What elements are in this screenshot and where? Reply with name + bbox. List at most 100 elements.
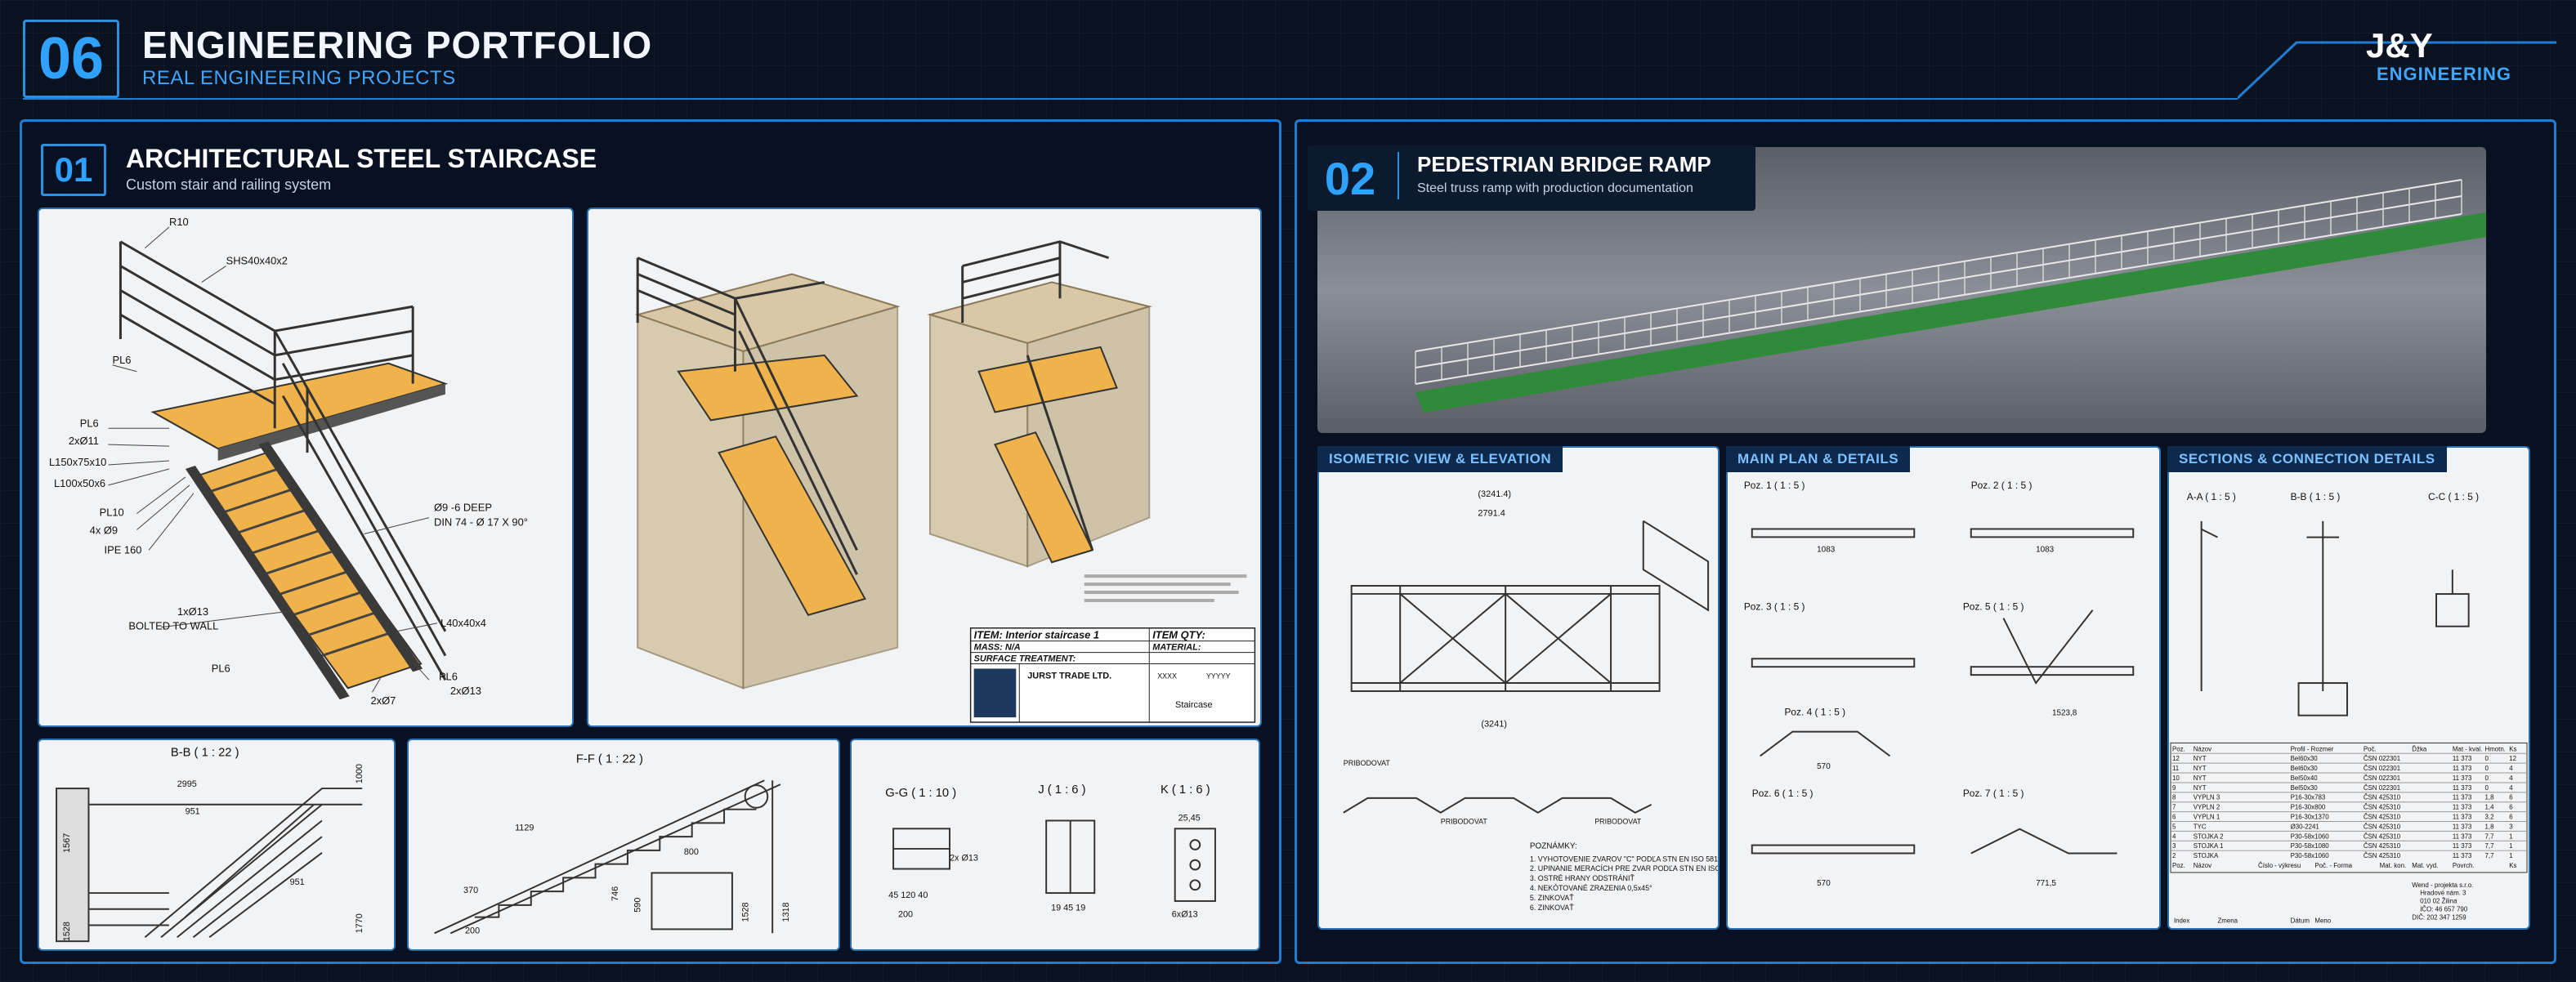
bom-cell: Bel60x30	[2291, 765, 2319, 772]
title-block-company: JURST TRADE LTD.	[1027, 671, 1111, 681]
bom-header-cell: Ďžka	[2412, 745, 2427, 752]
label-pl6-right: PL6	[439, 670, 458, 682]
label-deep2: DIN 74 - Ø 17 X 90°	[434, 516, 528, 529]
section-ff-drawing: F-F ( 1 : 22 ) 1129 800 746 590 370 200 …	[407, 739, 840, 951]
dim-370: 370	[463, 886, 478, 895]
dim-1528: 1528	[62, 922, 72, 941]
title-block-desc: Staircase	[1175, 700, 1213, 710]
note-pribodovat-2: PRIBODOVAT	[1441, 818, 1488, 826]
bom-cell: Bel60x30	[2291, 755, 2319, 762]
bom-cell: ČSN 425310	[2364, 852, 2401, 859]
bom-cell: NYT	[2194, 755, 2207, 762]
title-block-item: ITEM: Interior staircase 1	[974, 629, 1100, 641]
section-j-title: J ( 1 : 6 )	[1038, 783, 1085, 797]
rev-datum: Dátum	[2291, 917, 2310, 924]
railing	[119, 240, 447, 681]
bom-header-cell: Hmotn.	[2484, 745, 2505, 752]
brand-accent-line	[2238, 41, 2556, 100]
bom-cell: VYPLN 3	[2194, 794, 2220, 801]
bom-cell: 11 373	[2453, 765, 2472, 772]
bom-footer-cell: Názov	[2194, 862, 2212, 869]
bom-cell: 7,7	[2484, 852, 2493, 859]
dim-1129: 1129	[515, 823, 534, 832]
label-deep1: Ø9 -6 DEEP	[434, 502, 492, 514]
bom-cell: ČSN 425310	[2364, 842, 2401, 850]
bom-cell: 11 373	[2453, 852, 2472, 859]
label-d11: 2xØ11	[69, 435, 99, 447]
dim-45-120-40: 45 120 40	[888, 890, 928, 900]
note-5: 5. ZINKOVAŤ	[1530, 894, 1574, 902]
bom-footer-cell: Poč. - Forma	[2314, 862, 2352, 869]
brand-logo: J&Y	[2366, 26, 2433, 65]
staircase-3d-svg: ITEM: Interior staircase 1 ITEM QTY: MAS…	[634, 240, 1256, 723]
dim-1083a: 1083	[1817, 545, 1836, 554]
bom-cell: 7,7	[2484, 832, 2493, 840]
section-ff-svg: F-F ( 1 : 22 ) 1129 800 746 590 370 200 …	[434, 753, 791, 935]
company-line-2: Hradové nám. 3	[2420, 890, 2466, 897]
dim-1318: 1318	[781, 902, 791, 922]
bom-cell: ČSN 022301	[2364, 755, 2401, 762]
bom-cell: 6	[2509, 814, 2513, 821]
bridge-plan-sheet: Poz. 1 ( 1 : 5 ) Poz. 2 ( 1 : 5 ) Poz. 3…	[1726, 446, 2161, 930]
bom-cell: 3	[2509, 823, 2513, 830]
section-k-title: K ( 1 : 6 )	[1161, 783, 1210, 797]
label-shs: SHS40x40x2	[226, 255, 288, 267]
dim-951a: 951	[186, 807, 200, 817]
bom-cell: VYPLN 1	[2194, 814, 2220, 821]
bom-cell: 11	[2172, 765, 2180, 772]
stair-treads	[192, 451, 423, 690]
bridge-plan-svg: Poz. 1 ( 1 : 5 ) Poz. 2 ( 1 : 5 ) Poz. 3…	[1744, 480, 2135, 888]
label-pl6-left: PL6	[80, 417, 99, 429]
bom-cell: VYPLN 2	[2194, 804, 2220, 811]
dim-19-45-19: 19 45 19	[1051, 904, 1085, 913]
label-d9: 4x Ø9	[90, 524, 118, 536]
tab-isometric-view[interactable]: ISOMETRIC VIEW & ELEVATION	[1317, 446, 1563, 472]
plan-poz7: Poz. 7 ( 1 : 5 )	[1963, 788, 2024, 799]
bom-cell: P16-30x1370	[2291, 814, 2330, 821]
bom-cell: ČSN 425310	[2364, 823, 2401, 830]
bom-cell: P30-58x1080	[2291, 842, 2330, 850]
dim-1000: 1000	[355, 764, 364, 783]
dim-1528b: 1528	[741, 902, 751, 922]
page-title: ENGINEERING PORTFOLIO	[142, 24, 653, 66]
bom-cell: Bel50x30	[2291, 784, 2319, 792]
section-cc-title: C-C ( 1 : 5 )	[2428, 491, 2479, 502]
staircase-3d-views-sheet: ITEM: Interior staircase 1 ITEM QTY: MAS…	[587, 208, 1262, 727]
company-line-1: Wend - projekta s.r.o.	[2412, 882, 2473, 889]
company-line-4: IČO: 46 657 790	[2420, 906, 2468, 913]
dim-570b: 570	[1817, 879, 1831, 888]
label-pl6-top: PL6	[112, 354, 131, 366]
dim-746: 746	[610, 886, 620, 901]
staircase-isometric-svg: R10 SHS40x40x2 PL6 PL6 2xØ11 L150x75x10 …	[49, 216, 528, 707]
bridge-sections-sheet: A-A ( 1 : 5 ) B-B ( 1 : 5 ) C-C ( 1 : 5 …	[2167, 446, 2530, 930]
notes-title: POZNÁMKY:	[1530, 841, 1577, 850]
section-ff-title: F-F ( 1 : 22 )	[576, 753, 643, 766]
plan-poz4: Poz. 4 ( 1 : 5 )	[1784, 707, 1845, 718]
bom-cell: NYT	[2194, 784, 2207, 792]
plan-poz3: Poz. 3 ( 1 : 5 )	[1744, 601, 1805, 613]
bom-cell: TYC	[2194, 823, 2207, 830]
bom-cell: 4	[2509, 774, 2513, 782]
bom-cell: 8	[2172, 794, 2176, 801]
dim-7715: 771,5	[2036, 879, 2056, 888]
bom-cell: NYT	[2194, 774, 2207, 782]
dim-2791: 2791.4	[1478, 509, 1505, 519]
project1-number: 01	[41, 144, 106, 196]
staircase-isometric-drawing: R10 SHS40x40x2 PL6 PL6 2xØ11 L150x75x10 …	[38, 208, 574, 727]
label-l100: L100x50x6	[54, 477, 105, 489]
bom-cell: 0	[2484, 755, 2489, 762]
project2-title: PEDESTRIAN BRIDGE RAMP	[1417, 152, 1711, 176]
bom-cell: ČSN 022301	[2364, 765, 2401, 772]
note-4: 4. NEKÓTOVANÉ ZRAZENIA 0,5x45°	[1530, 884, 1652, 892]
tab-main-plan[interactable]: MAIN PLAN & DETAILS	[1726, 446, 1911, 472]
note-2: 2. UPINANIE MERACÍCH PRE ZVAR PODĽA STN …	[1530, 864, 1718, 873]
bom-cell: 11 373	[2453, 823, 2472, 830]
plan-poz5: Poz. 5 ( 1 : 5 )	[1963, 601, 2024, 613]
label-r10: R10	[169, 216, 189, 228]
bom-header-cell: Poz.	[2172, 745, 2185, 752]
bom-cell: 1	[2509, 832, 2513, 840]
title-block-yyyy: YYYYY	[1206, 672, 1231, 680]
bom-cell: 0	[2484, 784, 2489, 792]
tab-sections[interactable]: SECTIONS & CONNECTION DETAILS	[2167, 446, 2447, 472]
bom-cell: 11 373	[2453, 814, 2472, 821]
